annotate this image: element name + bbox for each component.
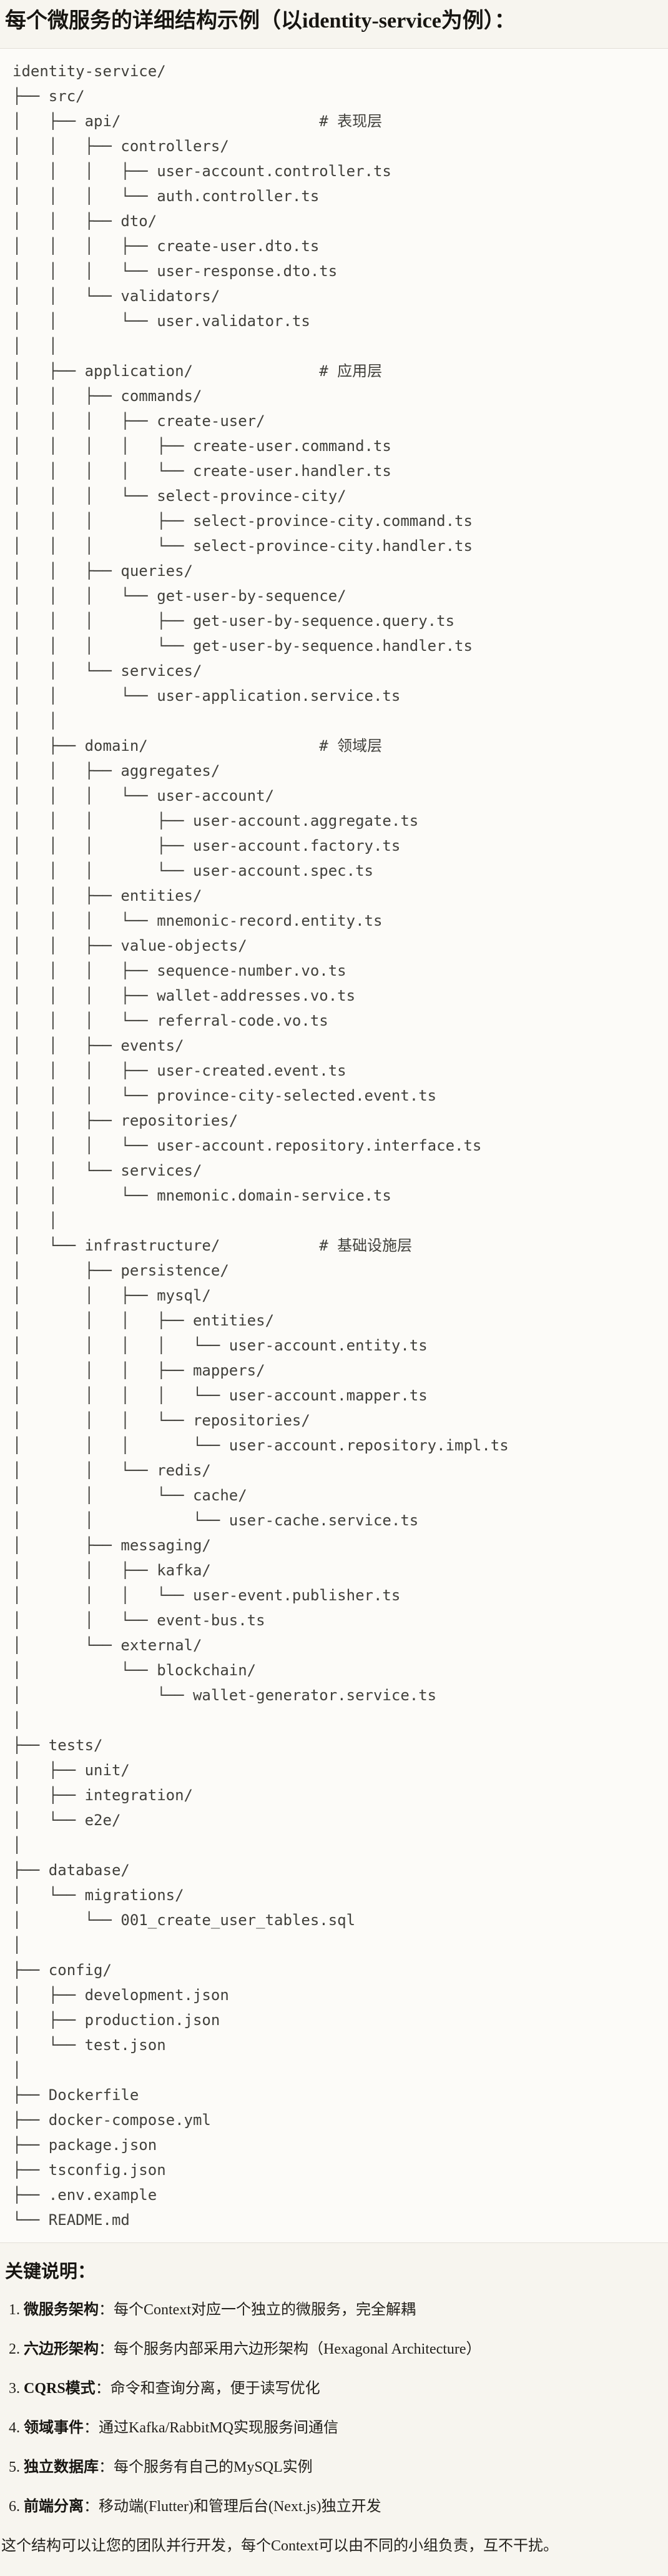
note-number: 1.: [9, 2302, 24, 2318]
note-text: ：每个服务内部采用六边形架构（Hexagonal Architecture）: [99, 2341, 481, 2357]
note-text: ：每个服务有自己的MySQL实例: [99, 2459, 313, 2475]
note-number: 3.: [9, 2380, 24, 2397]
key-notes-section: 关键说明： 1. 微服务架构：每个Context对应一个独立的微服务，完全解耦 2…: [0, 2243, 668, 2576]
note-item-4: 4. 领域事件：通过Kafka/RabbitMQ实现服务间通信: [9, 2419, 661, 2437]
note-item-2: 2. 六边形架构：每个服务内部采用六边形架构（Hexagonal Archite…: [9, 2340, 661, 2359]
page-title: 每个微服务的详细结构示例（以identity-service为例）：: [5, 9, 516, 32]
code-block: identity-service/ ├── src/ │ ├── api/ # …: [0, 48, 668, 2243]
note-text: ：移动端(Flutter)和管理后台(Next.js)独立开发: [84, 2499, 381, 2515]
directory-tree: identity-service/ ├── src/ │ ├── api/ # …: [12, 62, 509, 2229]
notes-list: 1. 微服务架构：每个Context对应一个独立的微服务，完全解耦 2. 六边形架…: [9, 2301, 661, 2516]
note-label: 领域事件: [24, 2420, 84, 2436]
note-text: ：通过Kafka/RabbitMQ实现服务间通信: [84, 2420, 338, 2436]
key-notes-heading: 关键说明：: [5, 2262, 96, 2282]
note-item-6: 6. 前端分离：移动端(Flutter)和管理后台(Next.js)独立开发: [9, 2497, 661, 2516]
note-label: 微服务架构: [24, 2302, 99, 2318]
note-item-1: 1. 微服务架构：每个Context对应一个独立的微服务，完全解耦: [9, 2301, 661, 2319]
note-number: 2.: [9, 2341, 24, 2357]
note-number: 4.: [9, 2420, 24, 2436]
note-item-5: 5. 独立数据库：每个服务有自己的MySQL实例: [9, 2458, 661, 2477]
note-text: ：每个Context对应一个独立的微服务，完全解耦: [99, 2302, 416, 2318]
note-label: 六边形架构: [24, 2341, 99, 2357]
note-label: 前端分离: [24, 2499, 84, 2515]
note-label: CQRS模式: [24, 2380, 96, 2397]
note-text: ：命令和查询分离，便于读写优化: [95, 2380, 320, 2397]
note-number: 6.: [9, 2499, 24, 2515]
note-item-3: 3. CQRS模式：命令和查询分离，便于读写优化: [9, 2379, 661, 2398]
note-number: 5.: [9, 2459, 24, 2475]
note-label: 独立数据库: [24, 2459, 99, 2475]
closing-paragraph: 这个结构可以让您的团队并行开发，每个Context可以由不同的小组负责，互不干扰…: [1, 2538, 558, 2554]
